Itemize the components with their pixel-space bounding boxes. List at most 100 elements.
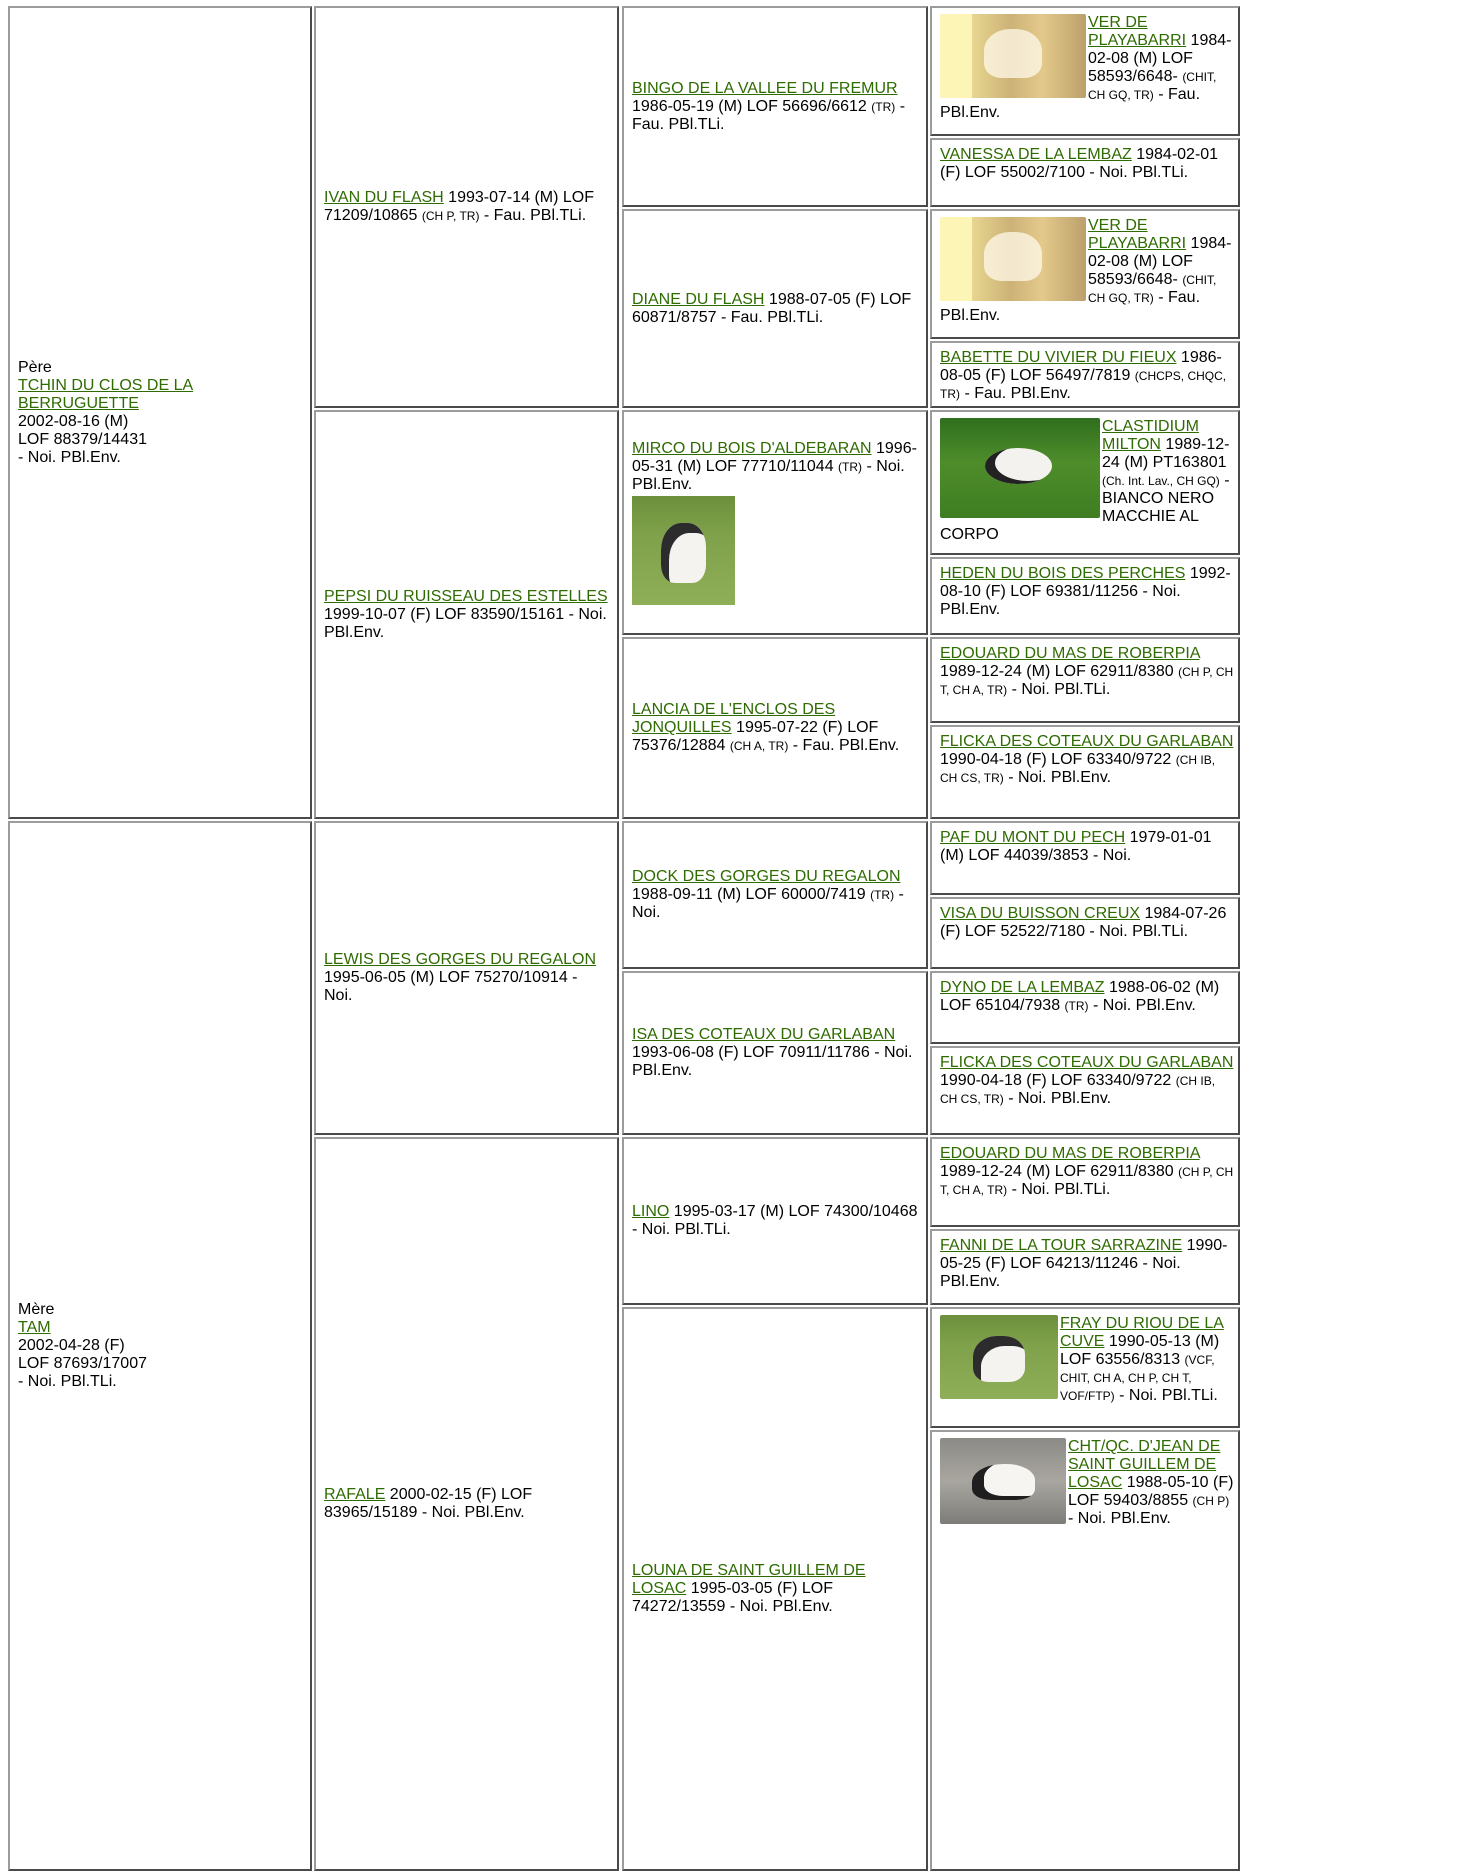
ancestor-cell-gen3: ISA DES COTEAUX DU GARLABAN 1993-06-08 (…: [622, 971, 928, 1135]
ancestor-details: 1988-05-10 (F) LOF 59403/8855: [1068, 1474, 1234, 1509]
ancestor-name-link[interactable]: EDOUARD DU MAS DE ROBERPIA: [940, 645, 1200, 662]
ancestor-name-link[interactable]: CHT/QC. D'JEAN DE SAINT GUILLEM DE LOSAC: [1068, 1438, 1221, 1491]
ancestor-cell-gen4: FLICKA DES COTEAUX DU GARLABAN 1990-04-1…: [930, 725, 1240, 819]
ancestor-details: 1990-04-18 (F) LOF 63340/9722: [940, 1072, 1176, 1089]
ancestor-entry: ISA DES COTEAUX DU GARLABAN 1993-06-08 (…: [632, 1026, 918, 1080]
ancestor-details: 1988-07-05 (F) LOF 60871/8757 - Fau. PBl…: [632, 290, 912, 326]
ancestor-name-link[interactable]: BABETTE DU VIVIER DU FIEUX: [940, 349, 1177, 366]
dog-photo: [940, 217, 1086, 301]
ancestor-cell-gen4: EDOUARD DU MAS DE ROBERPIA 1989-12-24 (M…: [930, 637, 1240, 723]
ancestor-name-link[interactable]: LOUNA DE SAINT GUILLEM DE LOSAC: [632, 1562, 866, 1597]
ancestor-entry: DOCK DES GORGES DU REGALON 1988-09-11 (M…: [632, 868, 918, 922]
ancestor-name-link[interactable]: DIANE DU FLASH: [632, 290, 765, 308]
ancestor-colors: - Fau. PBl.TLi.: [632, 97, 906, 133]
ancestor-colors: - Fau. PBl.Env.: [960, 385, 1071, 402]
ancestor-titles: (TR): [838, 460, 863, 474]
sire-name-link[interactable]: TCHIN DU CLOS DE LA BERRUGUETTE: [18, 376, 194, 412]
ancestor-cell-gen2: LEWIS DES GORGES DU REGALON 1995-06-05 (…: [314, 821, 619, 1135]
ancestor-details: 1984-02-08 (M) LOF 58593/6648-: [1088, 32, 1232, 85]
ancestor-details: 1989-12-24 (M) LOF 62911/8380: [940, 663, 1179, 680]
ancestor-name-link[interactable]: ISA DES COTEAUX DU GARLABAN: [632, 1026, 896, 1043]
dog-photo: [632, 496, 735, 605]
ancestor-details: 1995-03-17 (M) LOF 74300/10468 - Noi. PB…: [632, 1203, 918, 1238]
ancestor-cell-gen4: HEDEN DU BOIS DES PERCHES 1992-08-10 (F)…: [930, 557, 1240, 635]
ancestor-name-link[interactable]: PEPSI DU RUISSEAU DES ESTELLES: [324, 587, 608, 605]
ancestor-colors: - Fau. PBl.Env.: [940, 86, 1201, 121]
ancestor-cell-gen4: CLASTIDIUM MILTON 1989-12-24 (M) PT16380…: [930, 410, 1240, 555]
ancestor-cell-gen3: LINO 1995-03-17 (M) LOF 74300/10468 - No…: [622, 1137, 928, 1305]
ancestor-entry: LOUNA DE SAINT GUILLEM DE LOSAC 1995-03-…: [632, 1562, 918, 1616]
ancestor-entry: DIANE DU FLASH 1988-07-05 (F) LOF 60871/…: [632, 291, 918, 327]
ancestor-titles: (CH P, CH T, CH A, TR): [940, 1165, 1234, 1197]
ancestor-titles: (TR): [871, 99, 896, 114]
ancestor-name-link[interactable]: LEWIS DES GORGES DU REGALON: [324, 951, 597, 968]
dam-colors: - Noi. PBl.TLi.: [18, 1373, 117, 1390]
ancestor-titles: (CH P, TR): [421, 209, 480, 223]
ancestor-titles: (VCF, CHIT, CH A, CH P, CH T, VOF/FTP): [1060, 1353, 1215, 1403]
dog-photo: [940, 14, 1086, 98]
ancestor-details: 1995-06-05 (M) LOF 75270/10914 - Noi.: [324, 969, 578, 1004]
ancestor-details: 1984-02-08 (M) LOF 58593/6648-: [1088, 235, 1232, 288]
ancestor-details: 1999-10-07 (F) LOF 83590/15161 - Noi. PB…: [324, 605, 607, 641]
ancestor-name-link[interactable]: FRAY DU RIOU DE LA CUVE: [1060, 1315, 1224, 1350]
ancestor-titles: (Ch. Int. Lav., CH GQ): [1102, 474, 1220, 488]
ancestor-cell-gen4: VER DE PLAYABARRI 1984-02-08 (M) LOF 585…: [930, 209, 1240, 339]
ancestor-cell-gen2: RAFALE 2000-02-15 (F) LOF 83965/15189 - …: [314, 1137, 619, 1871]
sire-lof: LOF 88379/14431: [18, 430, 147, 448]
ancestor-details: 1984-02-01 (F) LOF 55002/7100 - Noi. PBl…: [940, 146, 1219, 181]
ancestor-name-link[interactable]: VER DE PLAYABARRI: [1088, 217, 1187, 252]
dam-name-link[interactable]: TAM: [18, 1319, 51, 1336]
ancestor-cell-gen3: DOCK DES GORGES DU REGALON 1988-09-11 (M…: [622, 821, 928, 969]
ancestor-colors: - Noi. PBl.Env.: [1068, 1510, 1171, 1527]
ancestor-titles: (CHCPS, CHQC, TR): [940, 369, 1227, 401]
sire-cell: Père TCHIN DU CLOS DE LA BERRUGUETTE 200…: [8, 6, 312, 819]
ancestor-name-link[interactable]: MIRCO DU BOIS D'ALDEBARAN: [632, 440, 872, 457]
ancestor-name-link[interactable]: HEDEN DU BOIS DES PERCHES: [940, 565, 1186, 582]
ancestor-name-link[interactable]: VER DE PLAYABARRI: [1088, 14, 1187, 49]
ancestor-name-link[interactable]: EDOUARD DU MAS DE ROBERPIA: [940, 1145, 1200, 1162]
ancestor-details: 1993-06-08 (F) LOF 70911/11786 - Noi. PB…: [632, 1044, 913, 1079]
ancestor-details: 1988-06-02 (M) LOF 65104/7938: [940, 979, 1220, 1014]
ancestor-cell-gen4: FANNI DE LA TOUR SARRAZINE 1990-05-25 (F…: [930, 1229, 1240, 1305]
ancestor-colors: - Noi. PBl.TLi.: [1007, 681, 1111, 698]
ancestor-titles: (CH A, TR): [729, 739, 789, 753]
ancestor-name-link[interactable]: FANNI DE LA TOUR SARRAZINE: [940, 1237, 1183, 1254]
ancestor-entry: IVAN DU FLASH 1993-07-14 (M) LOF 71209/1…: [324, 189, 609, 225]
ancestor-details: 1990-04-18 (F) LOF 63340/9722: [940, 751, 1176, 768]
ancestor-name-link[interactable]: RAFALE: [324, 1486, 386, 1503]
sire-colors: - Noi. PBl.Env.: [18, 448, 121, 466]
ancestor-colors: - Noi. PBl.Env.: [632, 458, 905, 493]
sire-dob: 2002-08-16 (M): [18, 412, 129, 430]
ancestor-name-link[interactable]: FLICKA DES COTEAUX DU GARLABAN: [940, 1054, 1234, 1071]
ancestor-name-link[interactable]: DOCK DES GORGES DU REGALON: [632, 868, 901, 885]
ancestor-name-link[interactable]: PAF DU MONT DU PECH: [940, 829, 1126, 846]
ancestor-colors: - Noi. PBl.Env.: [1003, 1090, 1112, 1107]
ancestor-name-link[interactable]: CLASTIDIUM MILTON: [1102, 418, 1199, 453]
ancestor-name-link[interactable]: LANCIA DE L'ENCLOS DES JONQUILLES: [632, 701, 836, 736]
dam-role: Mère: [18, 1301, 55, 1318]
ancestor-details: 1990-05-13 (M) LOF 63556/8313: [1060, 1333, 1220, 1368]
ancestor-name-link[interactable]: DYNO DE LA LEMBAZ: [940, 979, 1105, 996]
ancestor-name-link[interactable]: BINGO DE LA VALLEE DU FREMUR: [632, 79, 898, 97]
ancestor-name-link[interactable]: IVAN DU FLASH: [324, 189, 444, 206]
dog-photo: [940, 1315, 1058, 1399]
ancestor-name-link[interactable]: VANESSA DE LA LEMBAZ: [940, 146, 1132, 163]
ancestor-details: 2000-02-15 (F) LOF 83965/15189 - Noi. PB…: [324, 1486, 533, 1521]
ancestor-entry: MIRCO DU BOIS D'ALDEBARAN 1996-05-31 (M)…: [632, 440, 918, 494]
ancestor-cell-gen4: CHT/QC. D'JEAN DE SAINT GUILLEM DE LOSAC…: [930, 1430, 1240, 1871]
ancestor-name-link[interactable]: LINO: [632, 1203, 670, 1220]
ancestor-details: 1988-09-11 (M) LOF 60000/7419: [632, 886, 871, 903]
ancestor-colors: - Fau. PBl.Env.: [788, 737, 900, 754]
ancestor-titles: (CHIT, CH GQ, TR): [1088, 273, 1217, 305]
ancestor-titles: (TR): [1064, 999, 1089, 1013]
ancestor-cell-gen4: FLICKA DES COTEAUX DU GARLABAN 1990-04-1…: [930, 1046, 1240, 1135]
ancestor-titles: (CH P, CH T, CH A, TR): [940, 665, 1234, 697]
ancestor-cell-gen3: LANCIA DE L'ENCLOS DES JONQUILLES 1995-0…: [622, 637, 928, 819]
ancestor-cell-gen3: LOUNA DE SAINT GUILLEM DE LOSAC 1995-03-…: [622, 1307, 928, 1871]
ancestor-entry: BINGO DE LA VALLEE DU FREMUR 1986-05-19 …: [632, 80, 918, 134]
ancestor-name-link[interactable]: VISA DU BUISSON CREUX: [940, 905, 1141, 922]
sire-role: Père: [18, 358, 52, 376]
ancestor-name-link[interactable]: FLICKA DES COTEAUX DU GARLABAN: [940, 733, 1234, 750]
ancestor-details: 1989-12-24 (M) PT163801: [1102, 436, 1230, 471]
dog-photo: [940, 418, 1100, 518]
